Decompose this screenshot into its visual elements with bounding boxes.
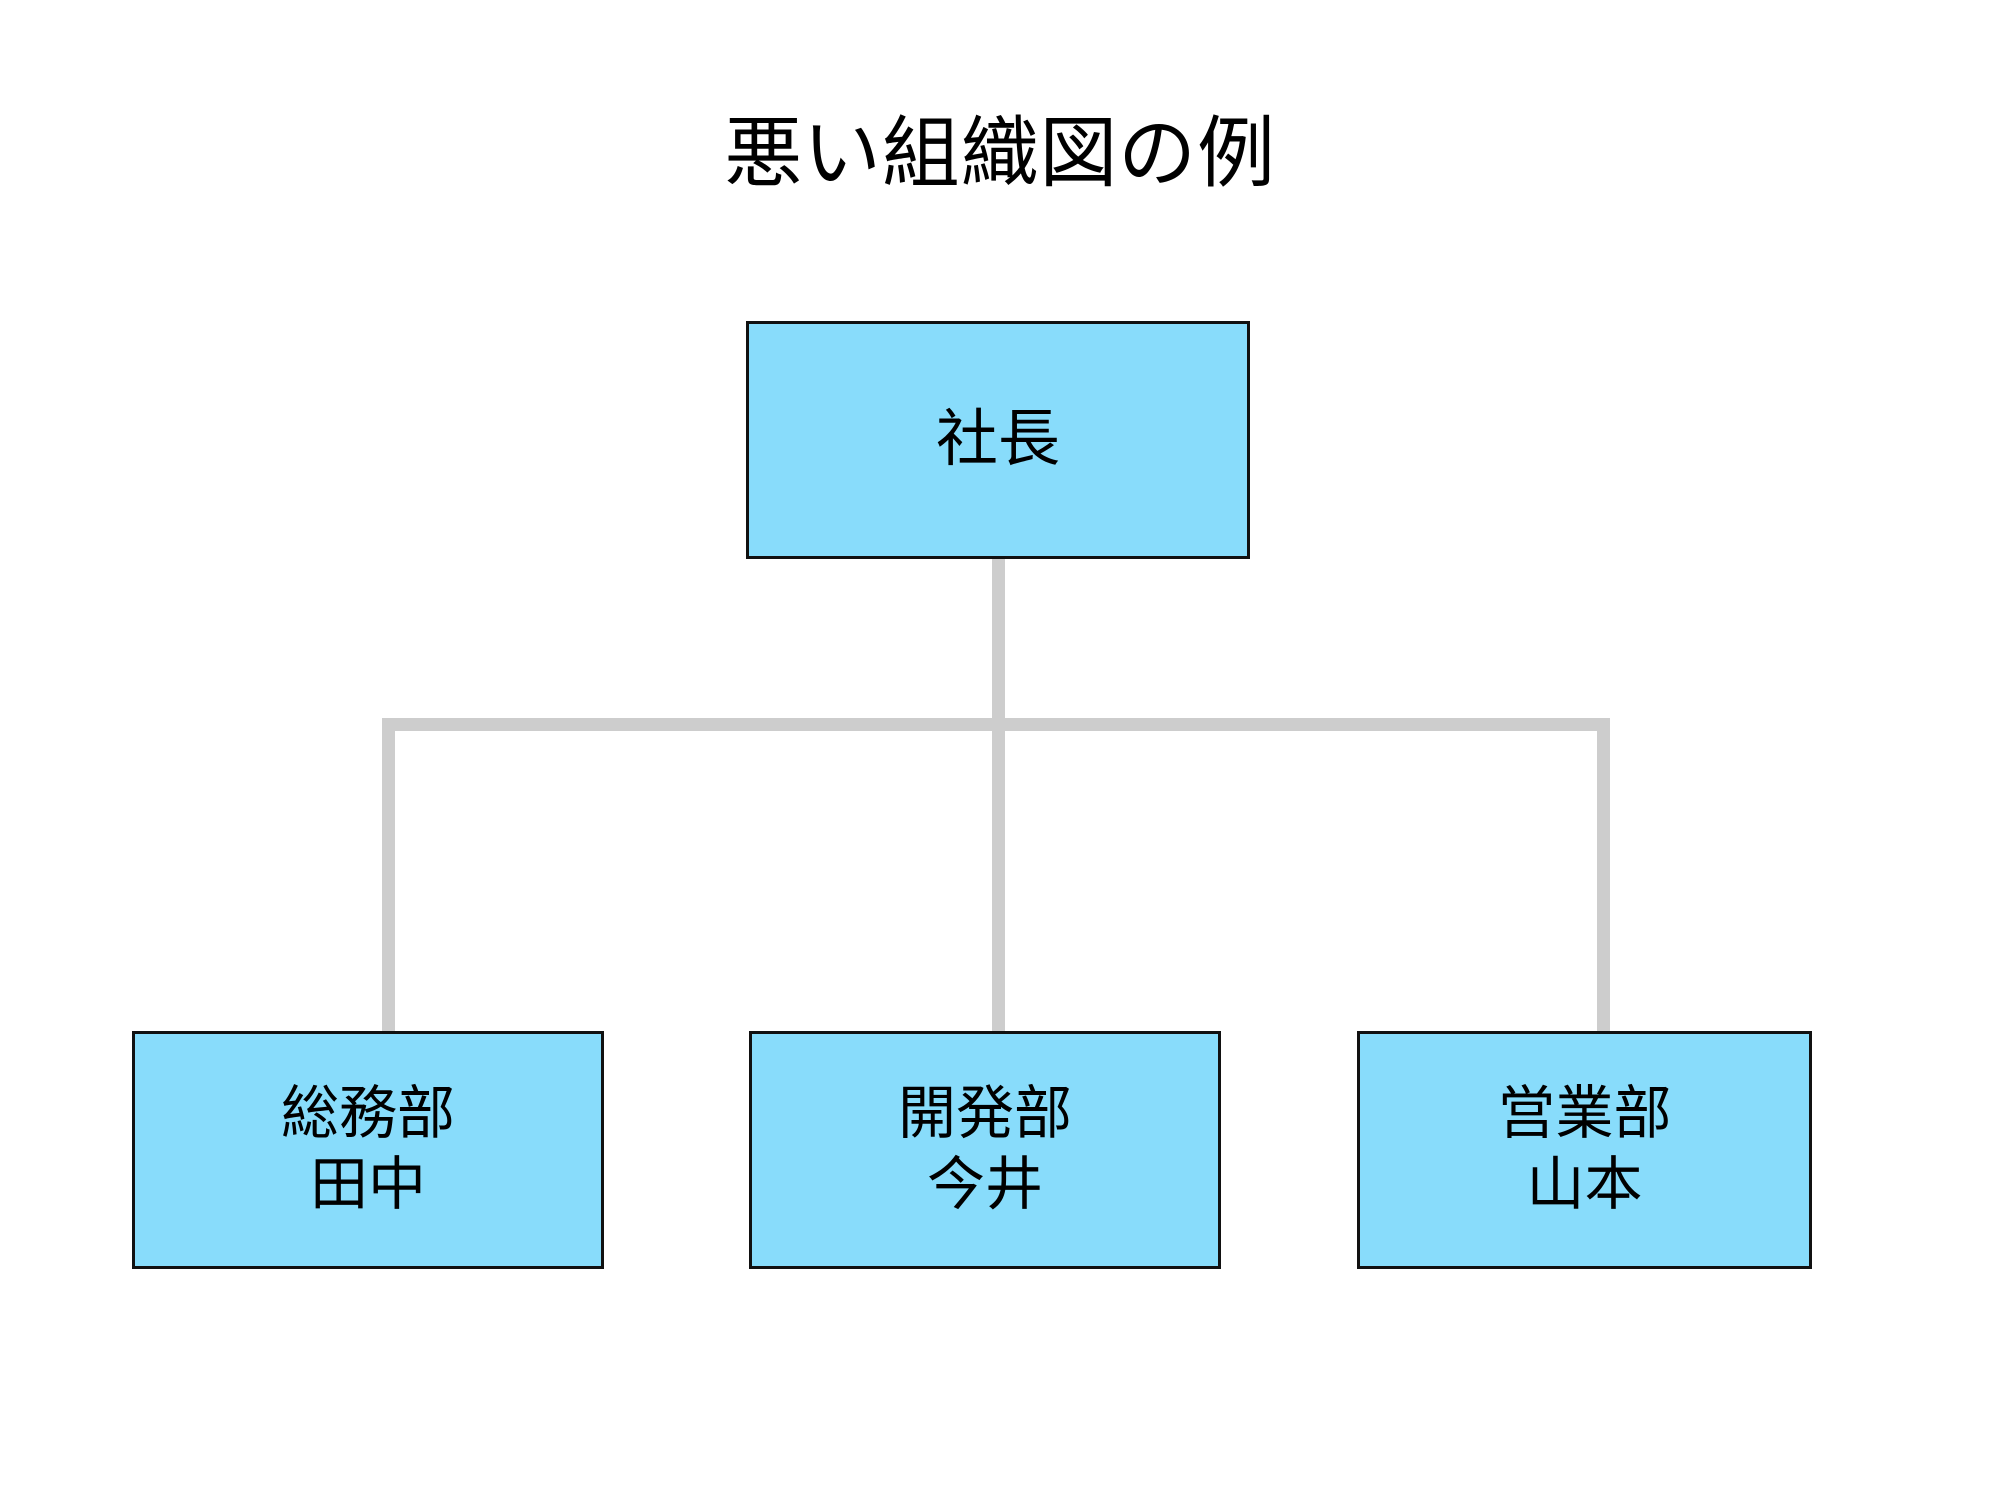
org-node-general-affairs[interactable]: 総務部 田中 xyxy=(132,1031,604,1269)
org-node-general-affairs-department: 総務部 xyxy=(280,1081,455,1147)
connector-drop-sales xyxy=(1597,718,1610,1033)
org-node-development-person: 今井 xyxy=(926,1152,1043,1217)
org-node-sales[interactable]: 営業部 山本 xyxy=(1357,1031,1812,1269)
connector-root-stem xyxy=(992,558,1005,720)
org-node-development[interactable]: 開発部 今井 xyxy=(749,1031,1221,1269)
org-node-president[interactable]: 社長 xyxy=(746,321,1250,559)
page-title: 悪い組織図の例 xyxy=(724,109,1276,197)
org-node-president-title: 社長 xyxy=(935,405,1060,475)
org-node-sales-department: 営業部 xyxy=(1497,1081,1672,1147)
org-node-general-affairs-person: 田中 xyxy=(309,1152,426,1217)
connector-drop-general-affairs xyxy=(382,718,395,1033)
org-node-development-department: 開発部 xyxy=(897,1081,1072,1147)
org-node-sales-person: 山本 xyxy=(1526,1152,1643,1217)
connector-drop-development xyxy=(992,718,1005,1033)
